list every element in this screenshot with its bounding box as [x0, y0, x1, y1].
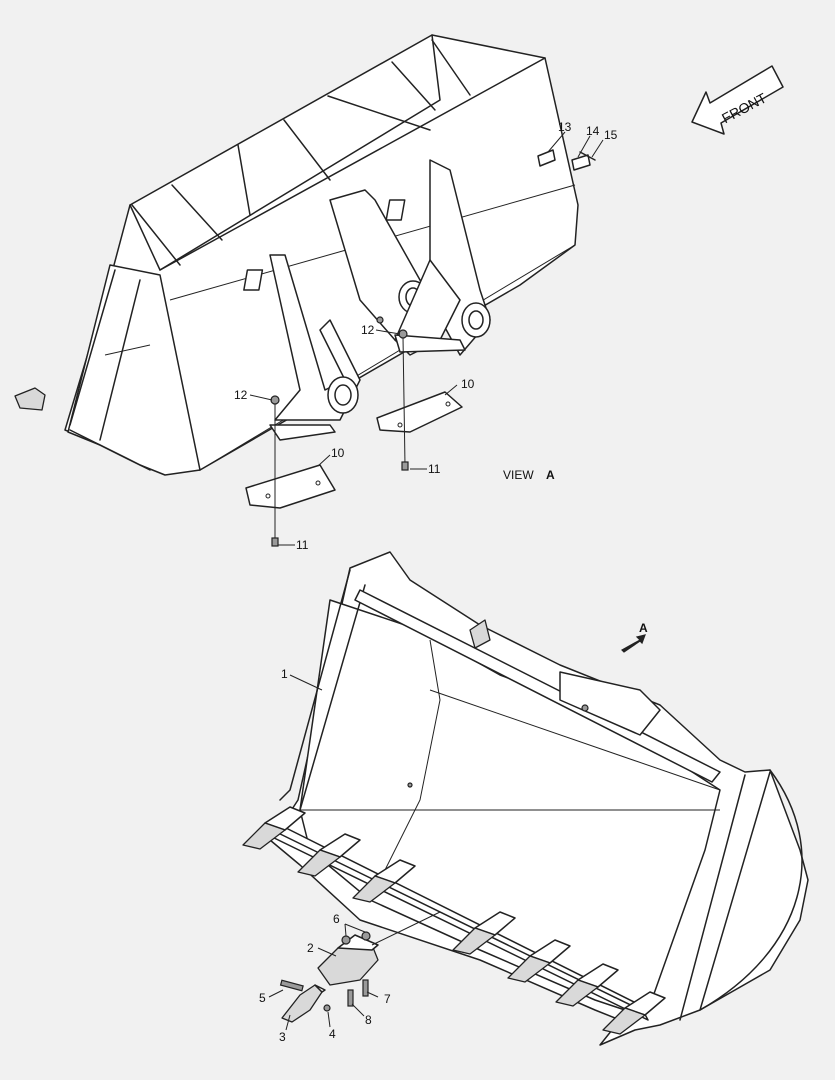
tooth-tip [507, 955, 551, 983]
view-a-label: VIEW A A [503, 468, 648, 635]
tooth-tip [352, 875, 396, 903]
callout-labels: 13 14 15 12 12 10 10 11 11 1 2 3 4 5 6 7… [234, 120, 618, 1044]
fasteners-top [270, 316, 409, 547]
callout-7: 7 [384, 992, 391, 1006]
view-label-text: VIEW [503, 468, 534, 482]
callout-3: 3 [279, 1030, 286, 1044]
callout-2: 2 [307, 941, 314, 955]
front-arrow: FRONT [691, 65, 784, 135]
bucket-rear-view [14, 34, 596, 476]
callout-14: 14 [586, 124, 600, 138]
callout-1: 1 [281, 667, 288, 681]
callout-10-left: 10 [331, 446, 345, 460]
callout-12-right: 12 [361, 323, 375, 337]
wear-plate-left [245, 464, 336, 509]
callout-10-right: 10 [461, 377, 475, 391]
bucket-teeth [242, 806, 666, 1035]
callout-12-left: 12 [234, 388, 248, 402]
tooth-tip [242, 822, 286, 850]
callout-leaders [249, 131, 604, 1031]
callout-15: 15 [604, 128, 618, 142]
callout-11-right: 11 [428, 462, 441, 476]
callout-4: 4 [329, 1027, 336, 1041]
tooth-tip [297, 849, 341, 877]
callout-11-left: 11 [296, 538, 309, 552]
view-a-arrow [621, 634, 646, 653]
callout-8: 8 [365, 1013, 372, 1027]
view-arrow-letter: A [639, 621, 648, 635]
bucket-front-view [267, 551, 809, 1046]
tooth-tip [555, 979, 599, 1007]
tooth-tip [452, 927, 496, 955]
view-label-letter: A [546, 468, 555, 482]
tooth-tip [602, 1007, 646, 1035]
callout-13: 13 [558, 120, 572, 134]
wear-plate-right [376, 391, 463, 433]
callout-6: 6 [333, 912, 340, 926]
callout-5: 5 [259, 991, 266, 1005]
